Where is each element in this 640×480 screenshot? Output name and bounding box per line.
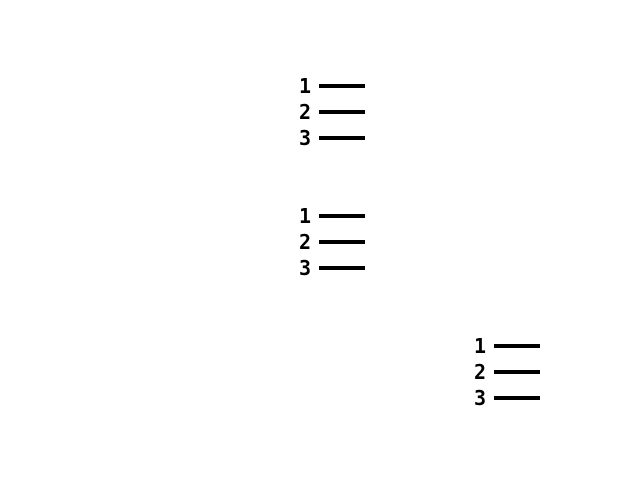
list-number: 1 (298, 74, 312, 98)
numbered-list-icon[interactable]: 1 2 3 (297, 205, 365, 279)
list-line (494, 344, 540, 348)
list-number: 2 (298, 100, 312, 124)
numbered-list-icon[interactable]: 1 2 3 (472, 335, 540, 409)
numbered-list-icon[interactable]: 1 2 3 (297, 75, 365, 149)
list-line (319, 214, 365, 218)
list-number: 3 (298, 126, 312, 150)
list-line (319, 240, 365, 244)
list-number: 3 (298, 256, 312, 280)
list-row: 2 (297, 231, 365, 253)
list-row: 2 (472, 361, 540, 383)
list-number: 1 (298, 204, 312, 228)
list-row: 3 (472, 387, 540, 409)
list-row: 2 (297, 101, 365, 123)
list-number: 3 (473, 386, 487, 410)
list-line (319, 110, 365, 114)
list-line (319, 266, 365, 270)
list-number: 2 (298, 230, 312, 254)
list-number: 1 (473, 334, 487, 358)
list-number: 2 (473, 360, 487, 384)
list-line (319, 136, 365, 140)
list-row: 1 (472, 335, 540, 357)
list-line (319, 84, 365, 88)
list-line (494, 396, 540, 400)
list-row: 3 (297, 257, 365, 279)
list-row: 3 (297, 127, 365, 149)
list-row: 1 (297, 75, 365, 97)
list-row: 1 (297, 205, 365, 227)
list-line (494, 370, 540, 374)
